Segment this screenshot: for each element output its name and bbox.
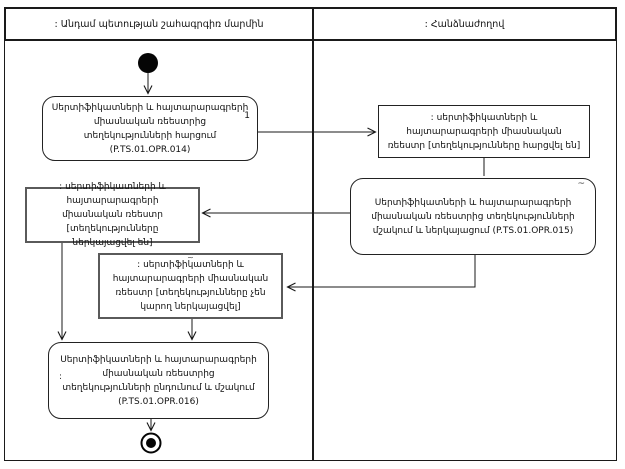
action-node-opr014: Սերտիֆիկատների և հայտարարագրերի միասնակա… — [42, 96, 258, 161]
object-label: : սերտիֆիկատների և հայտարարագրերի միասնա… — [387, 112, 581, 151]
top-mark: ~ — [187, 253, 194, 262]
object-node-registry-presented: : սերտիֆիկատների և հայտարարագրերի միասնա… — [25, 182, 200, 248]
object-label: : սերտիֆիկատների և հայտարարագրերի միասնա… — [59, 182, 166, 248]
step-badge: 1 — [244, 111, 250, 121]
swimlane-title: : Անդամ պետության շահագրգիռ մարմին — [54, 18, 264, 30]
swimlane-title: : Հանձնաժողով — [424, 18, 505, 30]
action-label: Սերտիֆիկատների և հայտարարագրերի միասնակա… — [371, 197, 575, 236]
object-node-registry-queried: : սերտիֆիկատների և հայտարարագրերի միասնա… — [378, 105, 590, 158]
action-label: Սերտիֆիկատների և հայտարարագրերի միասնակա… — [51, 102, 249, 155]
swimlane-divider — [312, 7, 314, 461]
action-label: Սերտիֆիկատների և հայտարարագրերի միասնակա… — [60, 354, 257, 407]
side-mark: : — [59, 372, 63, 382]
object-label: : սերտիֆիկատների և հայտարարագրերի միասնա… — [112, 260, 269, 312]
swimlane-header-commission: : Հանձնաժողով — [312, 7, 617, 41]
corner-mark: ~ — [577, 179, 585, 189]
action-node-opr015: Սերտիֆիկատների և հայտարարագրերի միասնակա… — [350, 178, 596, 255]
object-node-registry-not-presented: : սերտիֆիկատների և հայտարարագրերի միասնա… — [98, 253, 283, 319]
swimlane-header-member-state: : Անդամ պետության շահագրգիռ մարմին — [4, 7, 314, 41]
action-node-opr016: Սերտիֆիկատների և հայտարարագրերի միասնակա… — [48, 342, 269, 419]
